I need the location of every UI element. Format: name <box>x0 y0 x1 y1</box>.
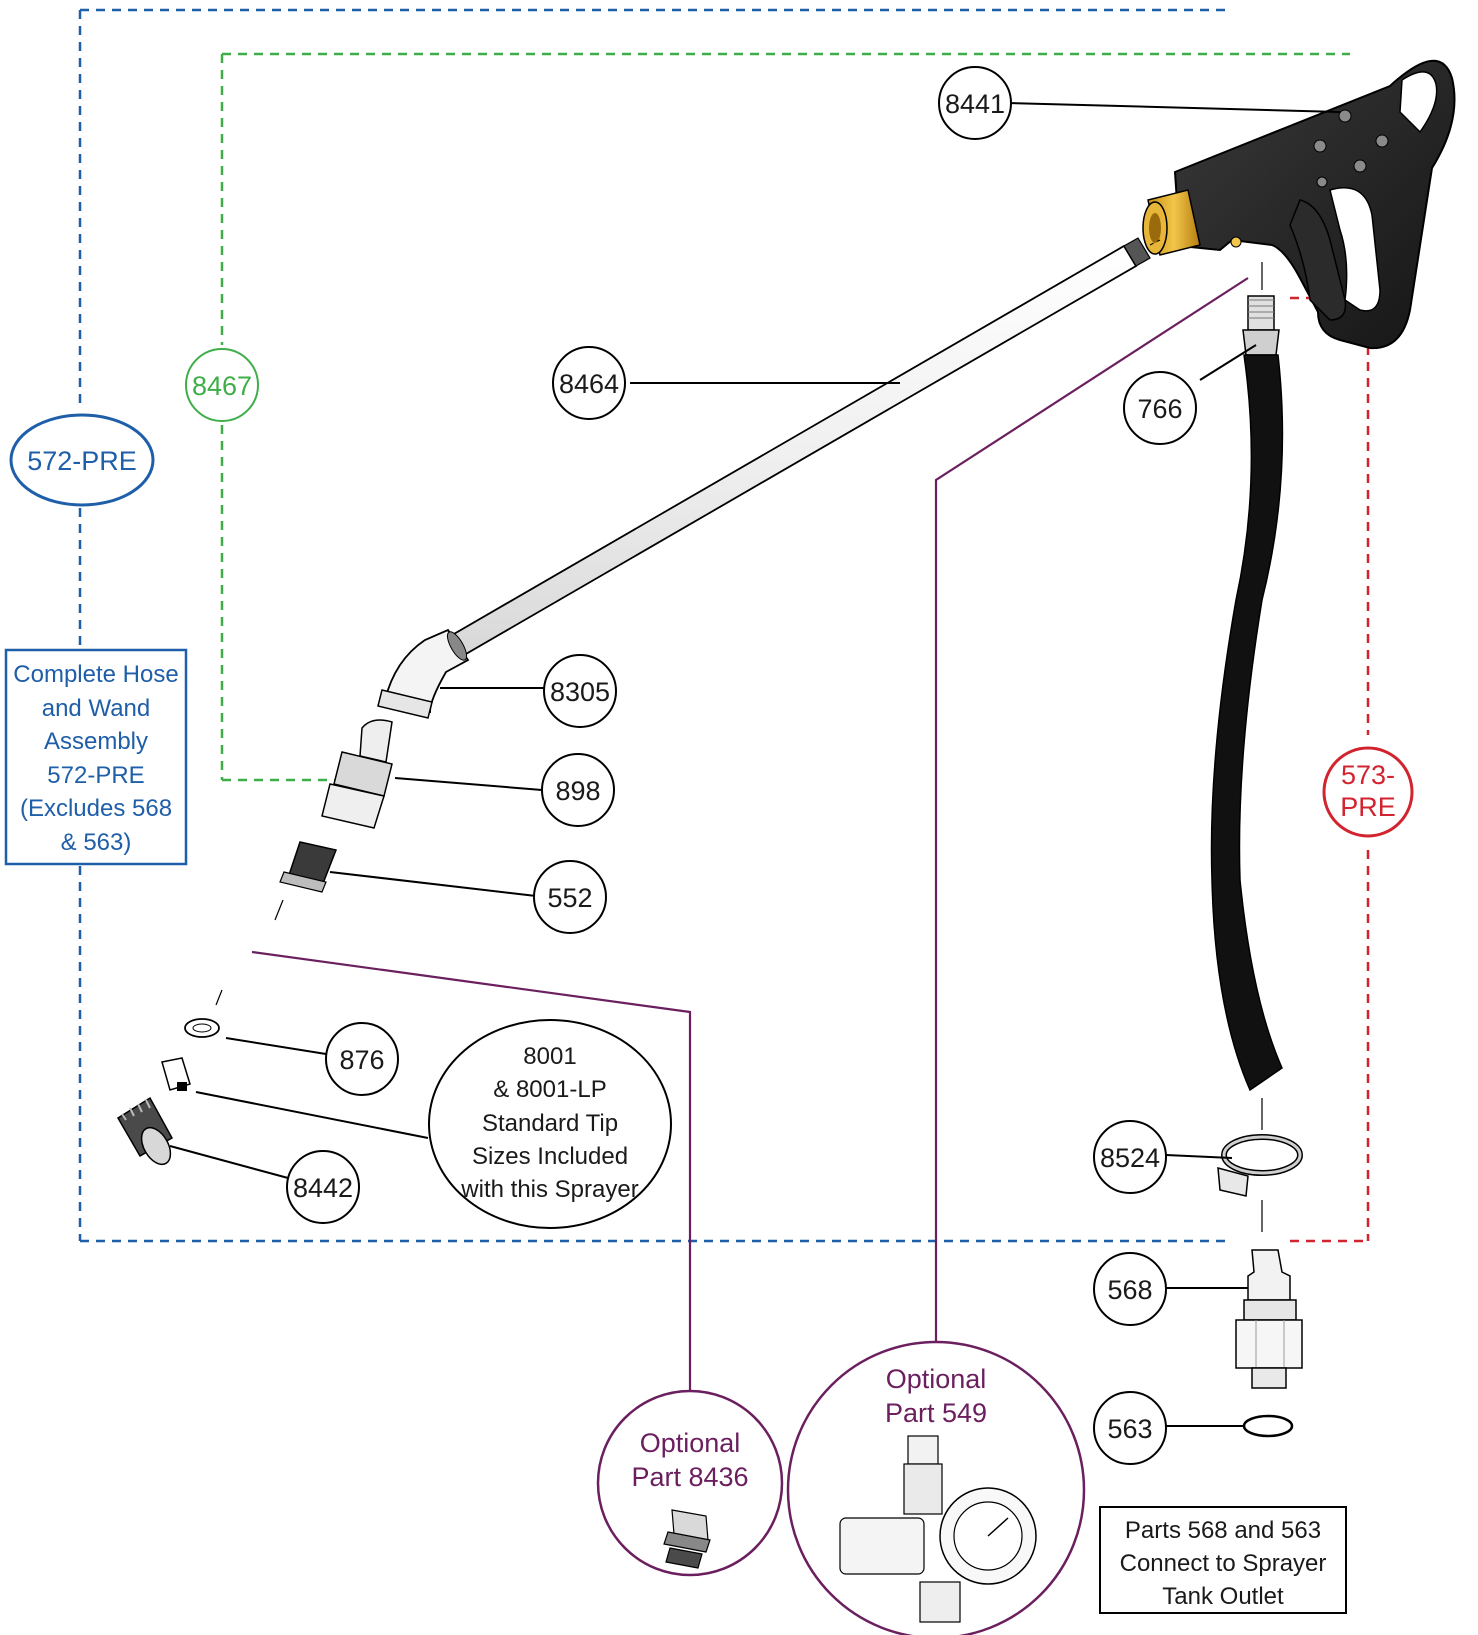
svg-text:Complete Hose: Complete Hose <box>13 661 178 688</box>
svg-text:563: 563 <box>1107 1414 1152 1444</box>
svg-text:Assembly: Assembly <box>44 728 148 755</box>
callout-8467: 8467 <box>185 348 259 422</box>
tip-cap-drawing <box>116 1096 174 1166</box>
callout-573-pre: 573- PRE <box>1322 746 1414 838</box>
callout-8524: 8524 <box>1093 1120 1167 1194</box>
part-549-drawing <box>839 1435 1037 1623</box>
quick-connect-fitting-drawing <box>1235 1249 1303 1389</box>
assembly-572-pre-dashed-outline <box>78 8 1232 1243</box>
optional-part-leader-lines <box>251 277 1249 1392</box>
callout-876: 876 <box>325 1022 399 1096</box>
svg-text:876: 876 <box>339 1045 384 1075</box>
assembly-8467-dashed-outline <box>220 52 1350 782</box>
spray-tip-drawing <box>161 1057 191 1091</box>
spray-gun-handle-drawing <box>1142 60 1456 350</box>
svg-text:(Excludes 568: (Excludes 568 <box>20 795 172 822</box>
callout-8441: 8441 <box>938 66 1012 140</box>
svg-text:572-PRE: 572-PRE <box>47 762 144 789</box>
callout-8442: 8442 <box>286 1150 360 1224</box>
tank-outlet-note-box: Parts 568 and 563 Connect to Sprayer Tan… <box>1099 1506 1347 1614</box>
svg-text:8467: 8467 <box>192 371 252 401</box>
callout-766: 766 <box>1123 371 1197 445</box>
assembly-572-pre-box: Complete Hose and Wand Assembly 572-PRE … <box>4 648 188 866</box>
svg-text:8441: 8441 <box>945 89 1005 119</box>
svg-text:572-PRE: 572-PRE <box>27 446 137 476</box>
callout-standard-tip: 8001 & 8001-LP Standard Tip Sizes Includ… <box>428 1019 672 1229</box>
callout-563: 563 <box>1093 1391 1167 1465</box>
optional-part-8436-callout: Optional Part 8436 <box>596 1389 784 1577</box>
svg-text:8442: 8442 <box>293 1173 353 1203</box>
svg-text:Optional: Optional <box>886 1364 987 1394</box>
svg-text:8001: 8001 <box>523 1043 576 1070</box>
adapter-fitting-drawing <box>321 719 393 829</box>
callout-568: 568 <box>1093 1252 1167 1326</box>
part-8436-drawing <box>663 1509 711 1569</box>
svg-text:Sizes Included: Sizes Included <box>472 1143 628 1170</box>
optional-part-549-callout: Optional Part 549 <box>786 1340 1086 1635</box>
gasket-drawing <box>1242 1414 1294 1438</box>
svg-text:766: 766 <box>1137 394 1182 424</box>
washer-drawing <box>184 989 223 1038</box>
svg-text:& 8001-LP: & 8001-LP <box>493 1076 606 1103</box>
svg-text:552: 552 <box>547 883 592 913</box>
elbow-fitting-drawing <box>377 628 470 719</box>
svg-text:PRE: PRE <box>1340 792 1396 822</box>
svg-text:& 563): & 563) <box>61 829 132 856</box>
callout-572-pre: 572-PRE <box>9 413 155 507</box>
svg-text:573-: 573- <box>1341 760 1395 790</box>
callout-898: 898 <box>541 753 615 827</box>
hose-clamp-drawing <box>1217 1134 1303 1232</box>
callout-8464: 8464 <box>552 346 626 420</box>
svg-text:Parts 568 and 563: Parts 568 and 563 <box>1125 1517 1321 1544</box>
strainer-drawing <box>274 841 338 921</box>
svg-text:and Wand: and Wand <box>42 695 151 722</box>
svg-text:Optional: Optional <box>640 1428 741 1458</box>
svg-text:568: 568 <box>1107 1275 1152 1305</box>
leader-lines <box>169 102 1341 1427</box>
svg-text:Standard Tip: Standard Tip <box>482 1110 618 1137</box>
svg-text:with this Sprayer: with this Sprayer <box>460 1176 638 1203</box>
hose-drawing <box>1210 262 1284 1130</box>
svg-text:Tank Outlet: Tank Outlet <box>1162 1583 1284 1610</box>
svg-text:Part 8436: Part 8436 <box>631 1462 748 1492</box>
callout-552: 552 <box>533 860 607 934</box>
svg-text:898: 898 <box>555 776 600 806</box>
svg-text:8305: 8305 <box>550 677 610 707</box>
svg-text:8464: 8464 <box>559 369 619 399</box>
svg-text:Connect to Sprayer: Connect to Sprayer <box>1120 1550 1327 1577</box>
svg-text:8524: 8524 <box>1100 1143 1160 1173</box>
svg-text:Part 549: Part 549 <box>885 1398 987 1428</box>
wand-tube-drawing <box>445 237 1161 660</box>
callout-8305: 8305 <box>543 654 617 728</box>
